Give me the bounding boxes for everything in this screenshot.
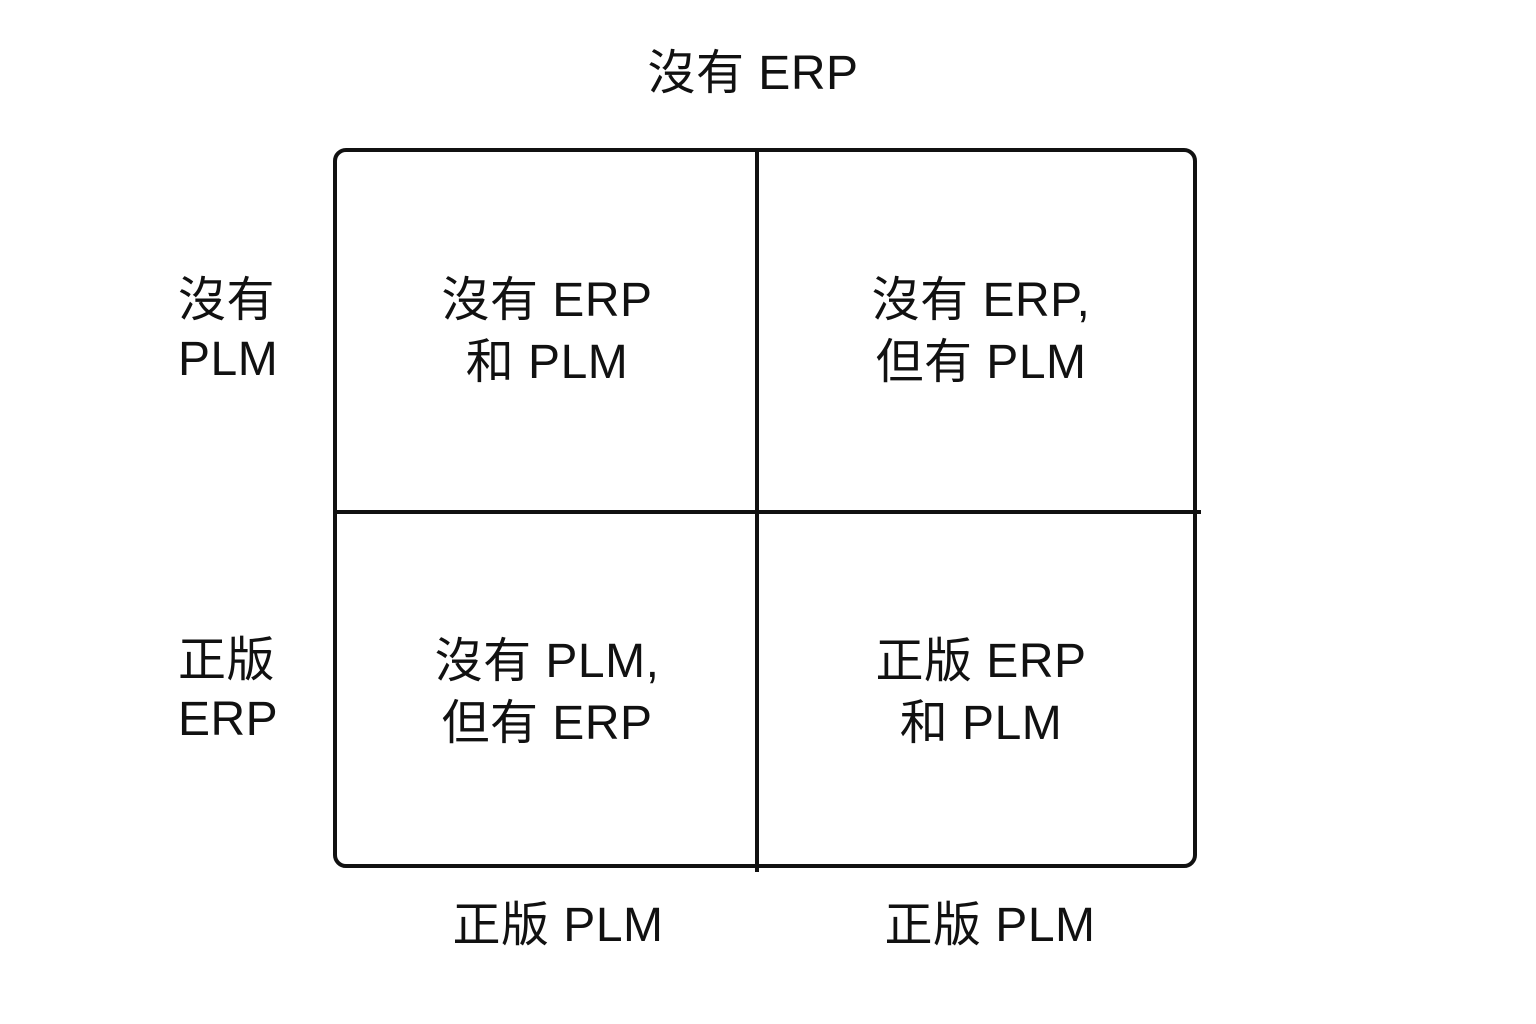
quadrant-top-right-line2: 但有 PLM (875, 336, 1087, 389)
row-label-no-plm-line1: 沒有 (178, 274, 276, 327)
quadrant-top-left[interactable]: 沒有 ERP 和 PLM (337, 152, 757, 512)
quadrant-top-right[interactable]: 沒有 ERP, 但有 PLM (761, 152, 1201, 512)
top-axis-label: 沒有 ERP (647, 47, 859, 100)
bottom-axis-label-right: 正版 PLM (884, 899, 1096, 952)
matrix-horizontal-divider (337, 510, 1201, 514)
row-label-licensed-erp-line2: ERP (178, 692, 279, 746)
row-label-no-plm: 沒有 PLM (178, 272, 328, 389)
quadrant-bottom-left-line2: 但有 ERP (441, 697, 653, 750)
quadrant-top-left-line2: 和 PLM (465, 336, 629, 389)
quadrant-bottom-right-line2: 和 PLM (899, 697, 1063, 750)
quadrant-bottom-right-line1: 正版 ERP (875, 634, 1087, 688)
row-label-licensed-erp-line1: 正版 (178, 634, 276, 687)
quadrant-bottom-left-line1: 沒有 PLM, (434, 634, 660, 688)
quadrant-bottom-left[interactable]: 沒有 PLM, 但有 ERP (337, 514, 757, 872)
quadrant-top-right-line1: 沒有 ERP, (871, 273, 1091, 327)
row-label-licensed-erp: 正版 ERP (178, 632, 328, 749)
bottom-axis-label-left: 正版 PLM (452, 899, 664, 952)
matrix-frame: 沒有 ERP 和 PLM 沒有 ERP, 但有 PLM 沒有 PLM, 但有 E… (333, 148, 1201, 872)
quadrant-top-left-line1: 沒有 ERP (441, 273, 653, 327)
quadrant-bottom-right[interactable]: 正版 ERP 和 PLM (761, 514, 1201, 872)
row-label-no-plm-line2: PLM (178, 332, 279, 386)
